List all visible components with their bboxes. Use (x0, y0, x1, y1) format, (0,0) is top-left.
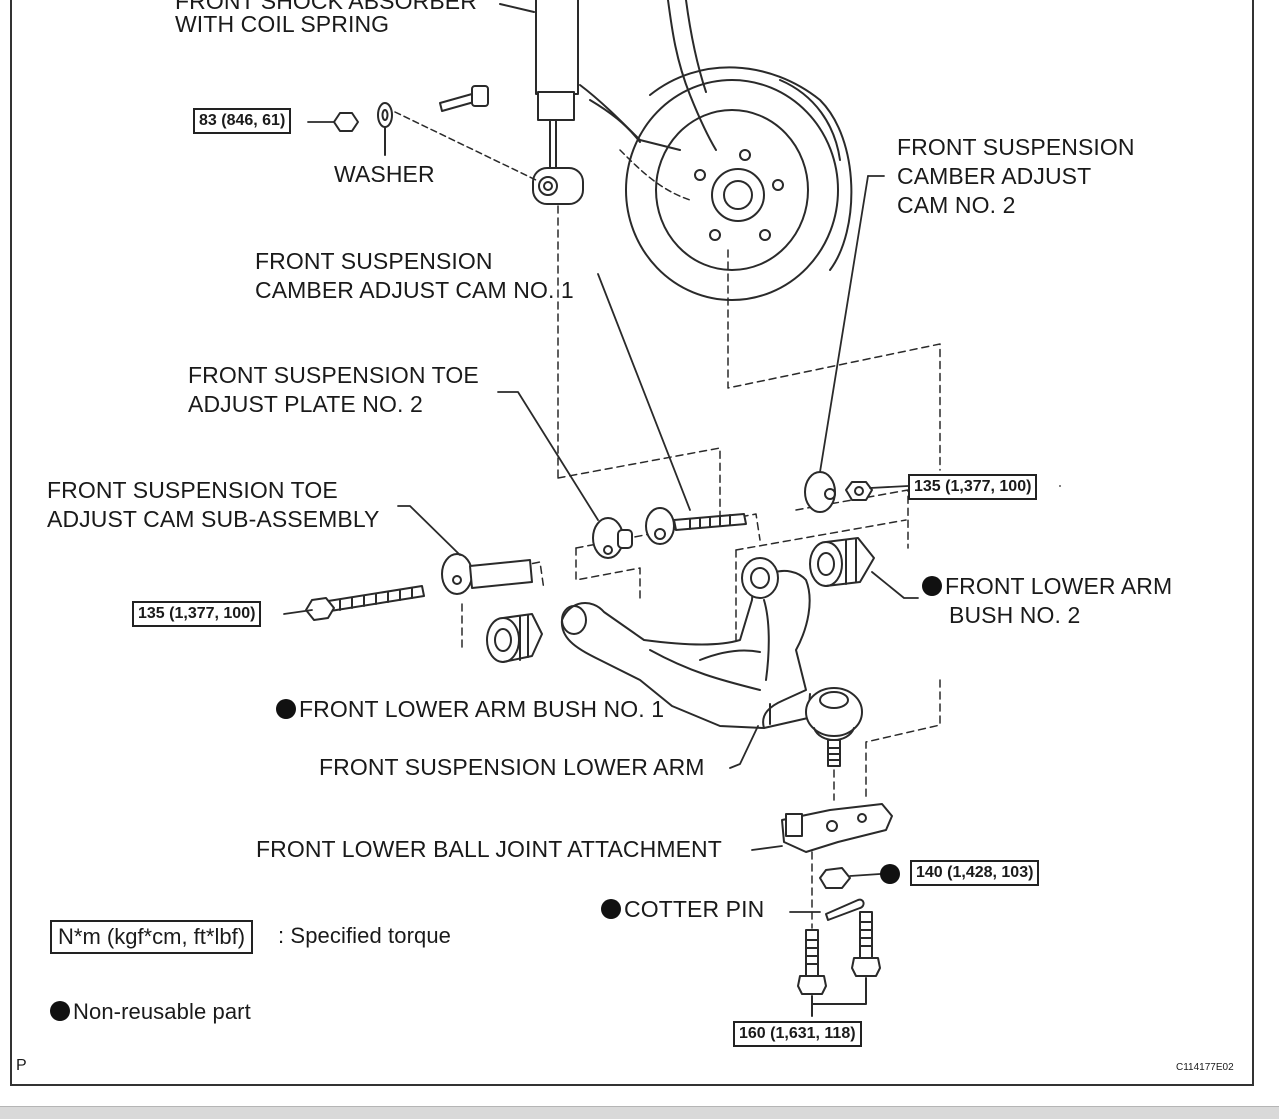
torque-140-text: 140 (1,428, 103) (916, 864, 1034, 881)
label-toecam-line2: ADJUST CAM SUB-ASSEMBLY (47, 506, 380, 532)
label-toeplate-line2: ADJUST PLATE NO. 2 (188, 391, 423, 417)
torque-box-135-right: 135 (1,377, 100) (908, 474, 1038, 500)
ball-joint-attachment (751, 803, 893, 929)
diagram-frame (10, 0, 1254, 1086)
legend-unit-text: : Specified torque (278, 923, 452, 948)
lower-arm-bush-no1 (486, 613, 543, 663)
leader-lines (283, 121, 1061, 615)
non-reusable-dot-icon (50, 1001, 70, 1021)
legend-nonreusable: Non-reusable part (50, 997, 251, 1026)
label-cotter-pin-text: COTTER PIN (624, 896, 765, 922)
torque-box-160: 160 (1,631, 118) (733, 1021, 862, 1047)
label-camber2-line1: FRONT SUSPENSION (897, 134, 1135, 160)
torque-box-83: 83 (846, 61) (193, 108, 292, 134)
label-toecam-line1: FRONT SUSPENSION TOE (47, 477, 338, 503)
label-bush2-line1-text: FRONT LOWER ARM (945, 573, 1173, 599)
label-bush2-line2: BUSH NO. 2 (949, 602, 1081, 628)
cotter-pin-part (789, 898, 865, 921)
torque-box-140: 140 (1,428, 103) (910, 860, 1040, 886)
toe-adjust-plate-no2 (497, 391, 633, 559)
bottom-bolts (797, 911, 881, 1017)
legend-nonreusable-text: Non-reusable part (73, 999, 251, 1024)
camber-cam-no1 (597, 273, 747, 545)
label-camber2-line2: CAMBER ADJUST (897, 163, 1092, 189)
camber-cam-no2 (804, 175, 885, 513)
label-washer: WASHER (334, 161, 435, 187)
label-bush1-text: FRONT LOWER ARM BUSH NO. 1 (299, 696, 665, 722)
legend-unit-box: N*m (kgf*cm, ft*lbf) (50, 920, 254, 954)
label-toeplate-line1: FRONT SUSPENSION TOE (188, 362, 479, 388)
bottom-strip (0, 1106, 1279, 1119)
non-reusable-dot-icon (922, 576, 942, 596)
label-ball-joint: FRONT LOWER BALL JOINT ATTACHMENT (256, 836, 722, 862)
label-camber2-line3: CAM NO. 2 (897, 192, 1016, 218)
label-bush2-line1: FRONT LOWER ARM (922, 572, 1172, 601)
steering-knuckle-and-disc (579, 0, 853, 301)
non-reusable-dot-icon (880, 864, 900, 884)
ball-joint (805, 687, 863, 767)
label-shock-line1: FRONT SHOCK ABSORBER (175, 0, 477, 14)
non-reusable-dot-icon (601, 899, 621, 919)
suspension-lower-arm (560, 557, 811, 769)
non-reusable-dot-icon (276, 699, 296, 719)
label-bush1: FRONT LOWER ARM BUSH NO. 1 (276, 695, 664, 724)
label-shock-line2: WITH COIL SPRING (175, 11, 390, 37)
lower-arm-bush-no2 (809, 537, 919, 599)
corner-letter: P (16, 1057, 27, 1074)
castle-nut (819, 867, 881, 889)
label-camber1-line1: FRONT SUSPENSION (255, 248, 493, 274)
torque-box-135-left: 135 (1,377, 100) (132, 601, 262, 627)
label-cotter-pin: COTTER PIN (601, 895, 764, 924)
figure-code: C114177E02 (1176, 1062, 1234, 1073)
shock-absorber (499, 0, 584, 205)
label-camber1-line2: CAMBER ADJUST CAM NO. 1 (255, 277, 574, 303)
top-nut-washer-bolt (333, 85, 537, 181)
label-lower-arm: FRONT SUSPENSION LOWER ARM (319, 754, 705, 780)
